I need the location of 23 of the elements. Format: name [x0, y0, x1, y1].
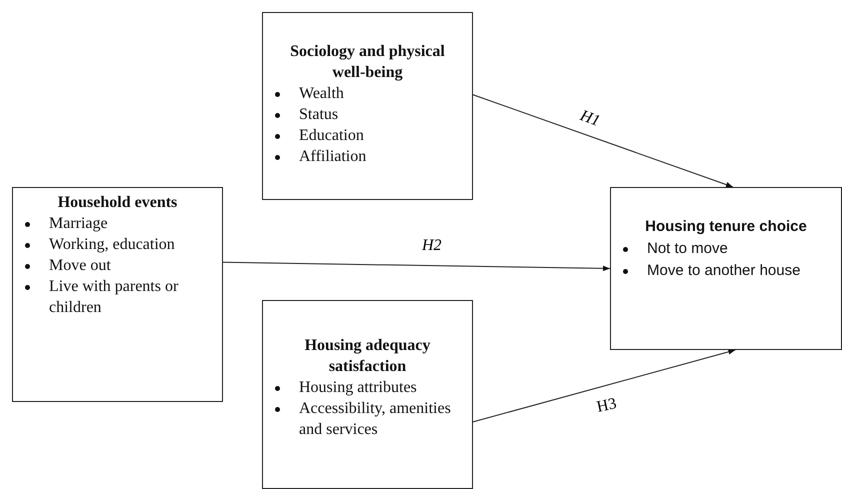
- bullet-item: Education: [269, 125, 466, 146]
- concept-box: [610, 187, 842, 350]
- bullet-item: Housing attributes: [269, 377, 466, 398]
- arrow: [222, 262, 610, 272]
- bullet-item: Accessibility, amenities and services: [269, 398, 466, 440]
- box-heading: Household events: [56, 193, 178, 213]
- bullet-item: Live with parents or children: [19, 276, 216, 318]
- concept-box: [262, 300, 473, 489]
- box-heading: Sociology and physical well-being: [289, 42, 446, 83]
- bullet-item: Affiliation: [269, 146, 466, 167]
- box-heading: Housing tenure choice: [644, 217, 808, 237]
- box-heading: Housing adequacy satisfaction: [304, 336, 432, 377]
- bullet-item: Marriage: [19, 213, 216, 234]
- arrow: [472, 349, 736, 422]
- bullet-item: Move to another house: [617, 260, 835, 282]
- bullet-item: Not to move: [617, 238, 835, 260]
- arrow: [472, 94, 734, 188]
- concept-box: [262, 12, 473, 200]
- bullet-item: Wealth: [269, 83, 466, 104]
- bullet-item: Status: [269, 104, 466, 125]
- concept-box: [12, 187, 223, 402]
- bullet-item: Working, education: [19, 234, 216, 255]
- bullet-item: Move out: [19, 255, 216, 276]
